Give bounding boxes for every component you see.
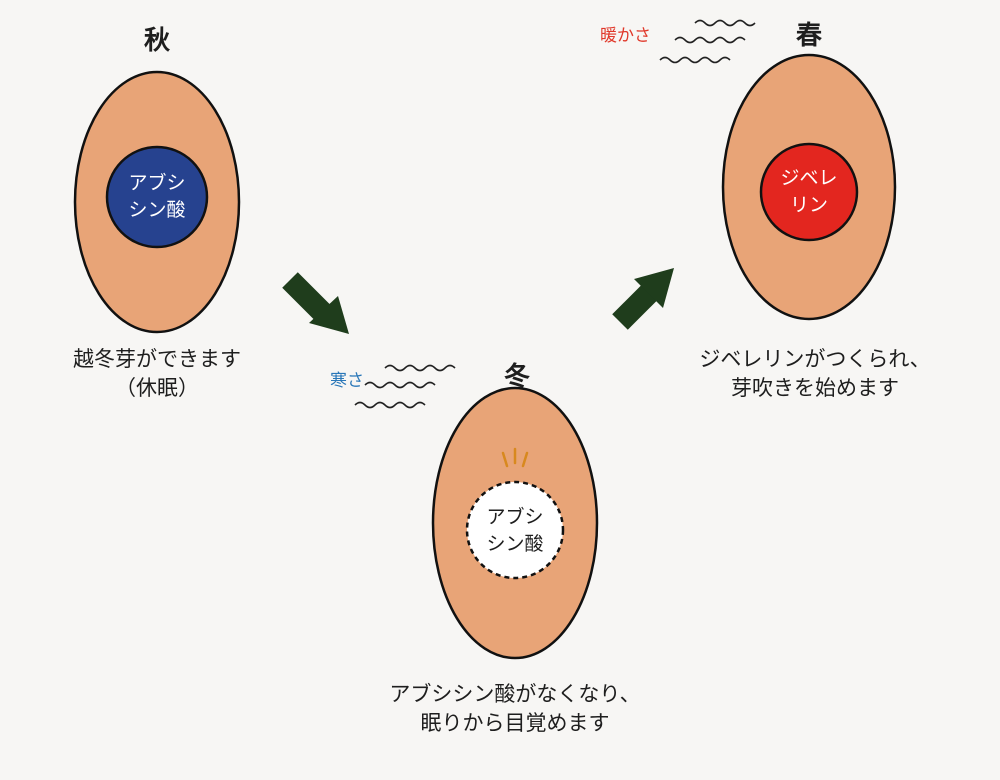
abscisic-acid-fading-circle <box>465 480 565 580</box>
abscisic-acid-circle <box>105 145 209 249</box>
autumn-hormone-line2: シン酸 <box>128 199 186 221</box>
season-autumn: 秋 <box>143 26 170 56</box>
spring-caption-line2: 芽吹きを始めます <box>731 376 899 400</box>
season-spring: 春 <box>795 21 822 51</box>
spring-hormone-line2: リン <box>789 194 828 216</box>
autumn-hormone-label: アブシ シン酸 <box>117 170 197 224</box>
spring-caption-line1: ジベレリンがつくられ、 <box>699 347 931 371</box>
bud-awakening-marks <box>501 447 529 468</box>
winter-caption: アブシシン酸がなくなり、 眠りから目覚めます <box>355 680 675 738</box>
gibberellin-circle <box>759 142 859 242</box>
season-winter: 冬 <box>503 362 530 392</box>
cold-wave-arrows <box>354 364 456 409</box>
arrow-autumn-to-winter <box>282 272 349 334</box>
autumn-caption-line1: 越冬芽ができます <box>73 347 241 371</box>
autumn-caption: 越冬芽ができます （休眠） <box>27 345 287 403</box>
winter-stimulus-label: 寒さ <box>330 371 364 391</box>
spring-caption: ジベレリンがつくられ、 芽吹きを始めます <box>665 345 965 403</box>
winter-caption-line2: 眠りから目覚めます <box>420 711 610 735</box>
warmth-wave-arrows <box>659 19 756 64</box>
spring-hormone-line1: ジベレ <box>780 167 838 189</box>
winter-hormone-label: アブシ シン酸 <box>475 504 555 558</box>
spring-stimulus-label: 暖かさ <box>600 26 651 46</box>
winter-caption-line1: アブシシン酸がなくなり、 <box>389 682 641 706</box>
winter-hormone-line1: アブシ <box>486 506 544 528</box>
autumn-caption-line2: （休眠） <box>115 376 199 400</box>
winter-hormone-line2: シン酸 <box>486 533 544 555</box>
spring-hormone-label: ジベレ リン <box>769 165 849 219</box>
arrow-winter-to-spring <box>612 268 674 330</box>
autumn-hormone-line1: アブシ <box>128 172 186 194</box>
